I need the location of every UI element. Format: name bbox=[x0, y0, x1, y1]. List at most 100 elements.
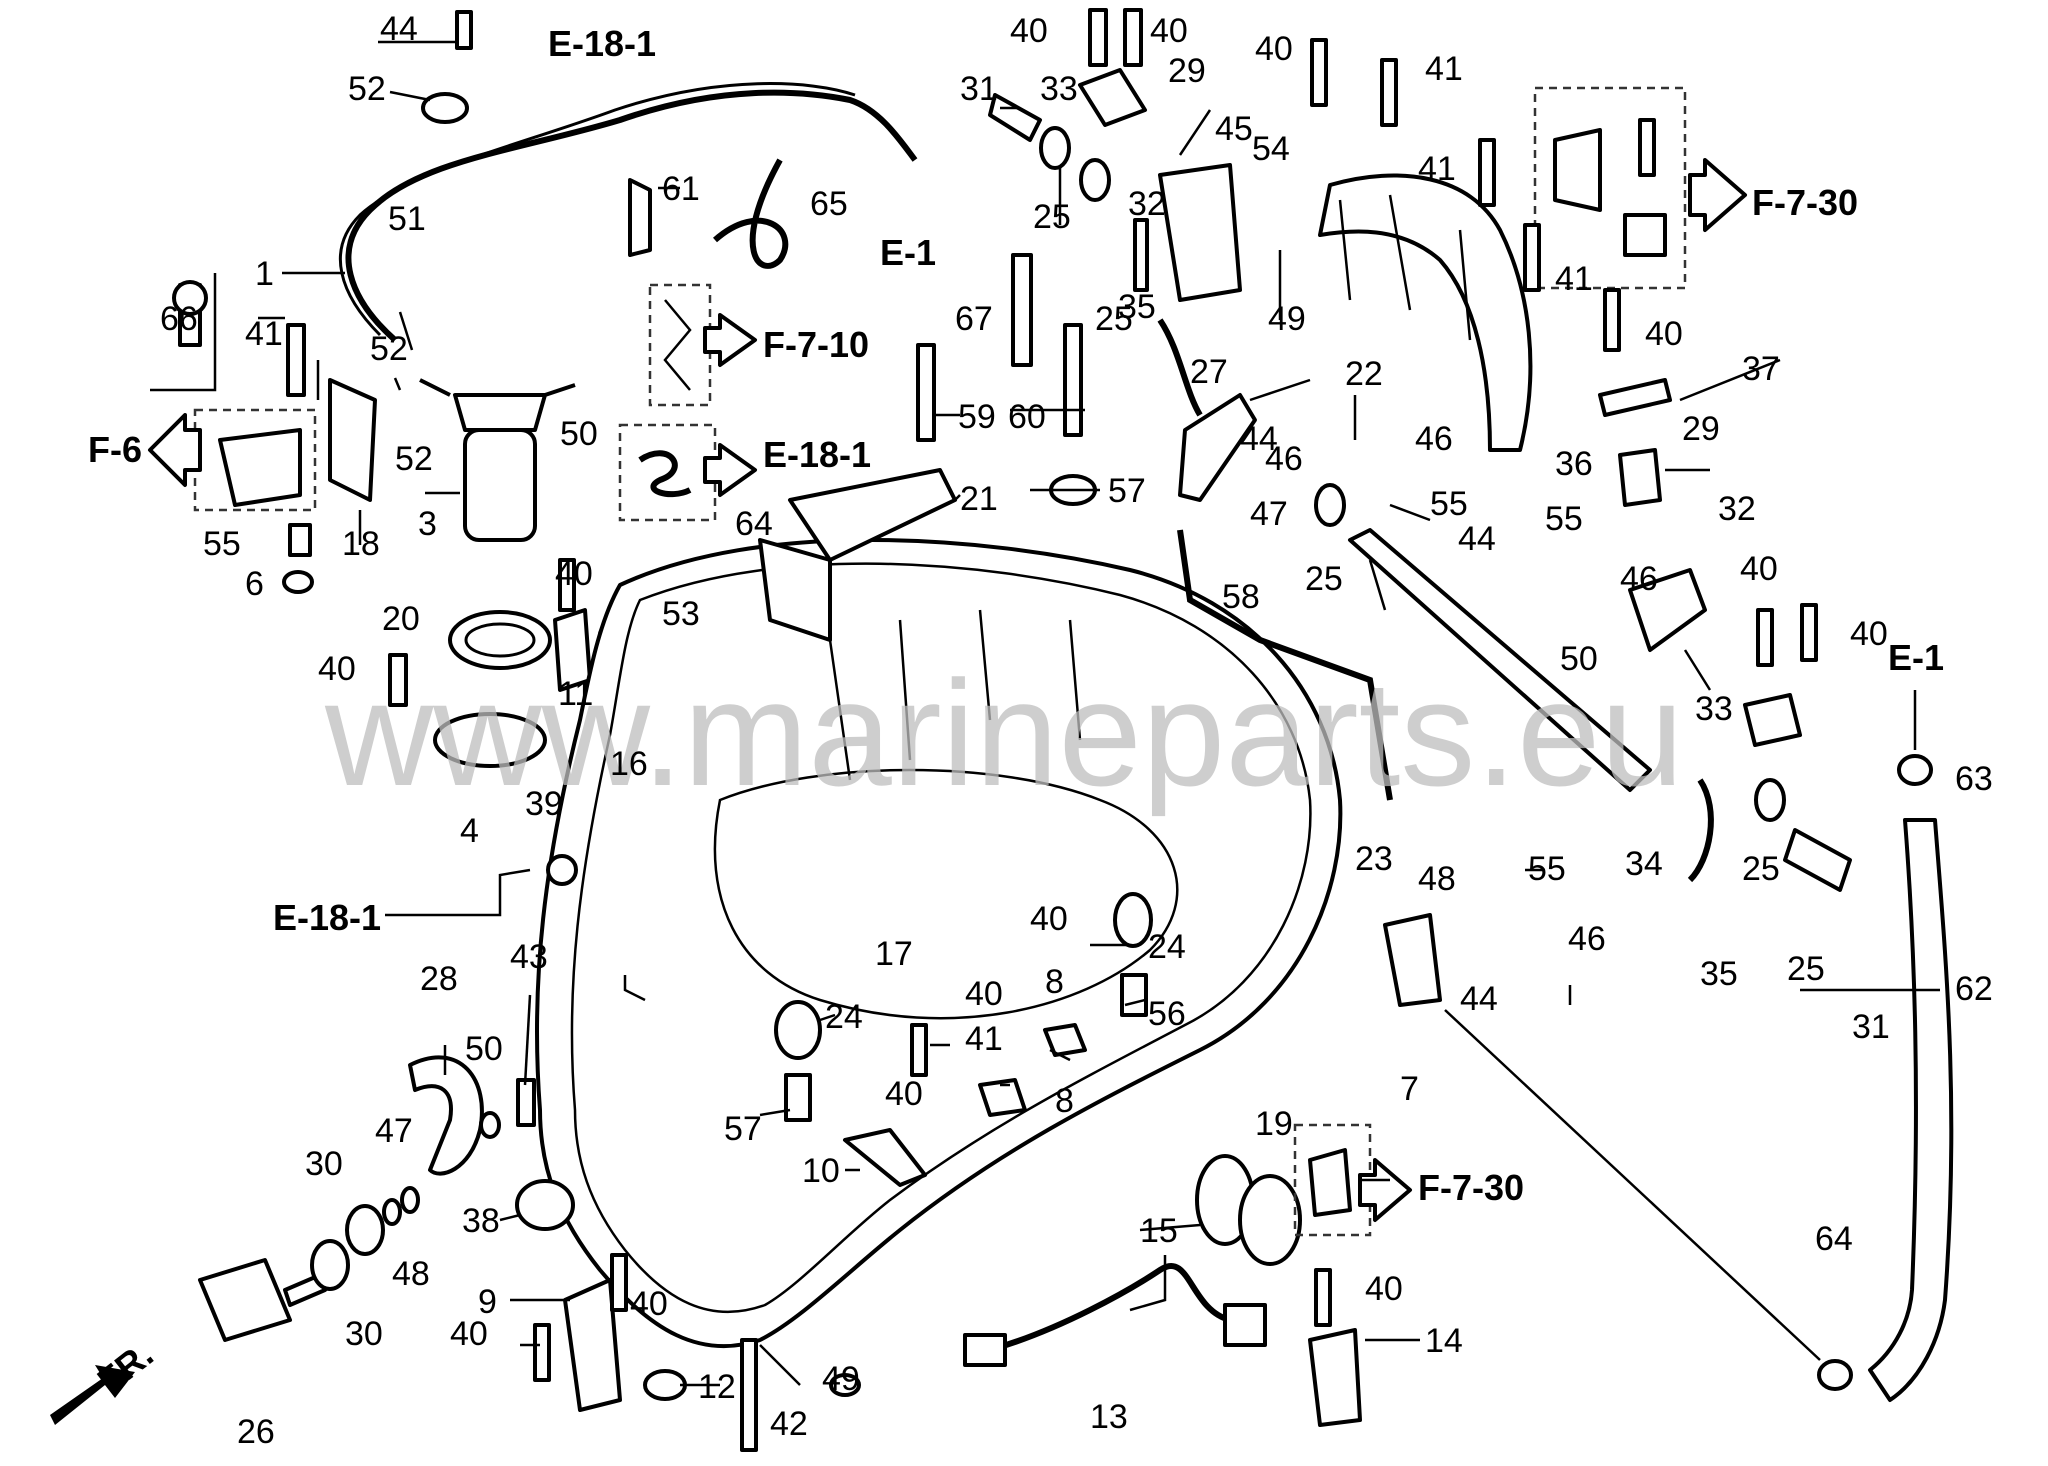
watermark: www.marineparts.eu bbox=[324, 649, 1684, 817]
washer-6 bbox=[282, 570, 314, 594]
callout: 16 bbox=[610, 745, 648, 783]
reference-label: E-1 bbox=[1888, 637, 1944, 678]
washer-50-left bbox=[479, 1111, 501, 1139]
callout: 40 bbox=[555, 555, 593, 593]
bushing-25-a bbox=[1039, 126, 1071, 170]
washer-48 bbox=[400, 1186, 420, 1214]
reference-label: E-1 bbox=[880, 232, 936, 273]
bolt-44-left bbox=[516, 1078, 536, 1127]
callout: 66 bbox=[160, 300, 198, 338]
nut-49-lower bbox=[829, 1373, 861, 1397]
callout: 30 bbox=[305, 1145, 343, 1183]
lower-cowl-detail bbox=[828, 609, 1082, 781]
stud-57-a bbox=[1120, 973, 1148, 1017]
bolt-61 bbox=[1063, 323, 1083, 437]
callout: 30 bbox=[345, 1315, 383, 1353]
callout: 40 bbox=[1030, 900, 1068, 938]
callout: 40 bbox=[1645, 315, 1683, 353]
bushing-25-c bbox=[1314, 483, 1346, 527]
callout: 10 bbox=[802, 1152, 840, 1190]
callout: 64 bbox=[1815, 1220, 1853, 1258]
bolt-40-top-a bbox=[1088, 8, 1108, 67]
bolt-60 bbox=[916, 343, 936, 442]
lever-29 bbox=[1158, 163, 1242, 302]
lever-27 bbox=[1178, 393, 1257, 502]
callout: 21 bbox=[960, 480, 998, 518]
connector-13-a bbox=[963, 1333, 1007, 1367]
arrow-f6 bbox=[148, 413, 202, 487]
callout: 50 bbox=[560, 415, 598, 453]
callout: 8 bbox=[1055, 1082, 1074, 1120]
bolt-40-top-b bbox=[1123, 8, 1143, 67]
callout: 35 bbox=[1700, 955, 1738, 993]
spring-32 bbox=[1133, 218, 1149, 292]
callout: 9 bbox=[478, 1283, 497, 1321]
lower-cowl-inner-tray bbox=[713, 768, 1179, 1020]
callout: 41 bbox=[965, 1020, 1003, 1058]
callout: 41 bbox=[1418, 150, 1456, 188]
callout: 29 bbox=[1682, 410, 1720, 448]
small-hose bbox=[638, 450, 692, 498]
reference-labels: E-18-1 E-1 F-7-10 E-18-1 F-6 F-7-30 E-1 … bbox=[88, 23, 1944, 1401]
connector-13-b bbox=[1223, 1303, 1267, 1347]
part-56 bbox=[288, 523, 312, 557]
clip-part bbox=[1553, 128, 1602, 212]
bolt-41-left bbox=[286, 323, 306, 397]
callout: 36 bbox=[1555, 445, 1593, 483]
bolt-top-right bbox=[1638, 118, 1656, 177]
callout: 22 bbox=[1345, 355, 1383, 393]
callout: 57 bbox=[1108, 472, 1146, 510]
bushing-25-d bbox=[1754, 778, 1786, 822]
arrow-e18-1-mid bbox=[703, 443, 757, 497]
collar-30-b bbox=[345, 1204, 385, 1256]
handle-22 bbox=[1318, 173, 1533, 452]
mount-24-b bbox=[774, 1000, 822, 1060]
callout: 63 bbox=[1955, 760, 1993, 798]
callout: 40 bbox=[1255, 30, 1293, 68]
callout: 40 bbox=[1740, 550, 1778, 588]
callout: 25 bbox=[1033, 198, 1071, 236]
callout: 11 bbox=[558, 675, 593, 713]
callout: 40 bbox=[1010, 12, 1048, 50]
bolt-68 bbox=[1011, 253, 1033, 367]
callout: 50 bbox=[465, 1030, 503, 1068]
plate-28 bbox=[408, 1055, 484, 1176]
clip-group bbox=[663, 299, 692, 391]
grommet-19 bbox=[1238, 1174, 1302, 1266]
reference-label: F-7-10 bbox=[763, 324, 869, 365]
callout: 12 bbox=[698, 1368, 736, 1406]
mount-24-a bbox=[1113, 892, 1153, 948]
bolt-40-right-c bbox=[1800, 603, 1818, 662]
callout: 53 bbox=[662, 595, 700, 633]
callout: 65 bbox=[810, 185, 848, 223]
screw-39 bbox=[546, 854, 578, 886]
callout: 27 bbox=[1190, 353, 1228, 391]
callout: 52 bbox=[370, 330, 408, 368]
callout: 40 bbox=[630, 1285, 668, 1323]
bolt-40-lower-a bbox=[610, 1253, 628, 1312]
gasket-18 bbox=[328, 378, 377, 502]
callout: 42 bbox=[770, 1405, 808, 1443]
rod-23 bbox=[1177, 529, 1393, 801]
callout: 28 bbox=[420, 960, 458, 998]
bolt-40-mid bbox=[558, 558, 576, 612]
callout: 62 bbox=[1955, 970, 1993, 1008]
callout: 46 bbox=[1568, 920, 1606, 958]
callout: 14 bbox=[1425, 1322, 1463, 1360]
callout: 6 bbox=[245, 565, 264, 603]
callout: 15 bbox=[1140, 1212, 1178, 1250]
callout: 41 bbox=[1425, 50, 1463, 88]
leader-lines bbox=[150, 40, 1940, 1387]
plate-33-top bbox=[1078, 68, 1147, 127]
bolt-40-lower-c bbox=[1314, 1268, 1332, 1327]
hose-66 bbox=[713, 158, 789, 269]
reference-label: E-18-1 bbox=[273, 897, 381, 938]
callout: 50 bbox=[1560, 640, 1598, 678]
callout: 44 bbox=[1458, 520, 1496, 558]
bushing-25-b bbox=[1079, 158, 1111, 202]
callout: 31 bbox=[1852, 1008, 1890, 1046]
callout: 60 bbox=[1008, 398, 1046, 436]
plate-33-right bbox=[1743, 693, 1802, 747]
callout: 31 bbox=[960, 70, 998, 108]
